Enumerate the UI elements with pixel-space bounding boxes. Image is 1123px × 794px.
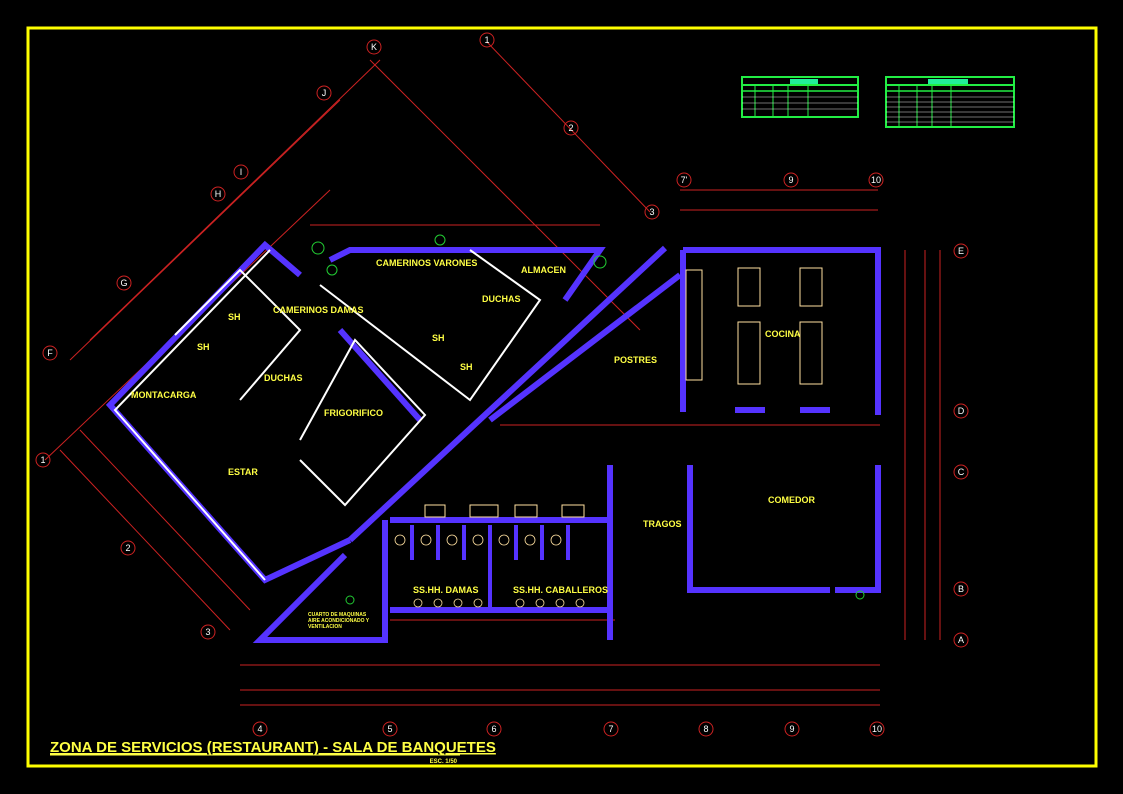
fixtures [311,234,865,610]
room-sshh-caballeros: SS.HH. CABALLEROS [513,585,608,595]
room-cuarto-maquinas: CUARTO DE MAQUINAS AIRE ACONDICIONADO Y … [308,612,370,630]
svg-text:2: 2 [125,543,130,553]
room-sh: SH [460,362,473,372]
room-duchas-damas: DUCHAS [264,373,303,383]
svg-text:G: G [120,278,127,288]
svg-text:8: 8 [703,724,708,734]
room-estar: ESTAR [228,467,258,477]
room-comedor: COMEDOR [768,495,816,505]
room-sh: SH [432,333,445,343]
drawing-title: ZONA DE SERVICIOS (RESTAURANT) - SALA DE… [50,739,496,756]
svg-text:10: 10 [871,175,881,185]
svg-text:4: 4 [257,724,262,734]
room-almacen: ALMACEN [521,265,566,275]
svg-text:I: I [240,167,243,177]
room-sh: SH [197,342,210,352]
svg-text:3: 3 [649,207,654,217]
room-montacarga: MONTACARGA [131,390,197,400]
svg-text:E: E [958,246,964,256]
svg-text:7': 7' [681,175,688,185]
room-sh: SH [228,312,241,322]
schedule-table-right [885,76,1015,128]
svg-text:F: F [47,348,53,358]
svg-text:7: 7 [608,724,613,734]
svg-text:6: 6 [491,724,496,734]
room-camerinos-varones: CAMERINOS VARONES [376,258,477,268]
room-cocina: COCINA [765,329,801,339]
svg-text:3: 3 [205,627,210,637]
svg-text:5: 5 [387,724,392,734]
schedule-table-left [741,76,859,118]
svg-text:H: H [215,189,222,199]
room-tragos: TRAGOS [643,519,682,529]
svg-text:9: 9 [789,724,794,734]
svg-text:2: 2 [568,123,573,133]
svg-text:K: K [371,42,377,52]
svg-text:B: B [958,584,964,594]
dimension-lines [44,41,941,706]
room-frigorifico: FRIGORIFICO [324,408,383,418]
svg-text:C: C [958,467,965,477]
grid-axis-bubbles [35,32,969,737]
svg-text:1: 1 [40,455,45,465]
room-camerinos-damas: CAMERINOS DAMAS [273,305,364,315]
drawing-frame [26,26,1098,768]
svg-text:1: 1 [484,35,489,45]
room-sshh-damas: SS.HH. DAMAS [413,585,479,595]
grid-axis-labels: K J I H G F 1 2 3 1 2 3 7' 9 10 E D C B … [40,35,964,734]
svg-text:J: J [322,88,327,98]
room-labels: CAMERINOS VARONES ALMACEN DUCHAS SH SH S… [131,258,816,630]
svg-text:A: A [958,635,964,645]
svg-text:D: D [958,406,965,416]
room-duchas-varones: DUCHAS [482,294,521,304]
svg-text:9: 9 [788,175,793,185]
walls [105,240,881,643]
room-postres: POSTRES [614,355,657,365]
drawing-scale: ESC. 1/50 [430,759,458,765]
svg-text:10: 10 [872,724,882,734]
